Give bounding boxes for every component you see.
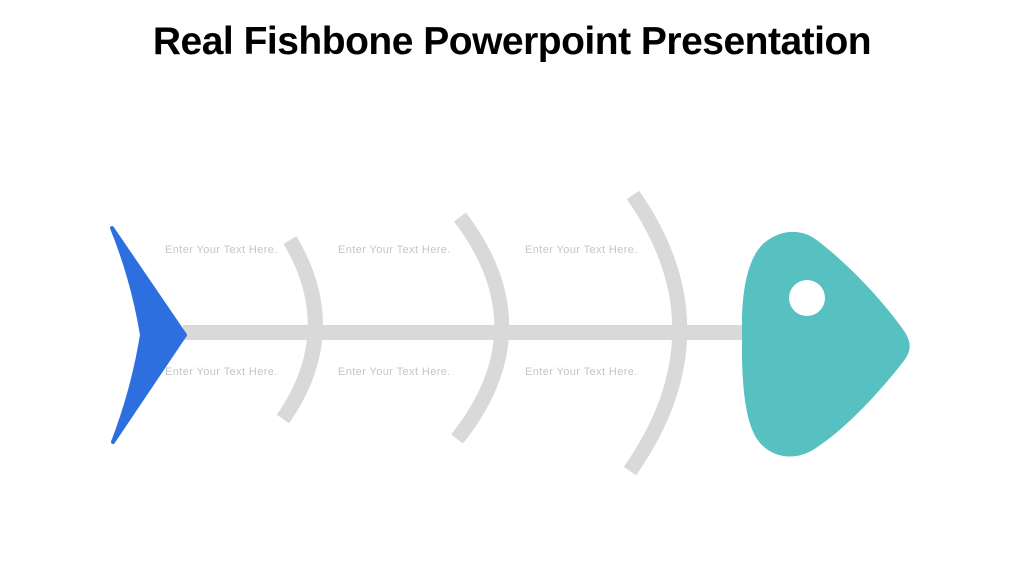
fish-rib-1 bbox=[276, 236, 323, 424]
fish-tail-shape bbox=[110, 226, 187, 444]
fish-eye bbox=[789, 280, 825, 316]
placeholder-bottom-2[interactable]: Enter Your Text Here. bbox=[338, 366, 451, 378]
placeholder-top-1[interactable]: Enter Your Text Here. bbox=[165, 244, 278, 256]
fish-head-shape bbox=[741, 231, 910, 457]
fish-spine bbox=[183, 325, 760, 340]
fish-rib-3 bbox=[623, 190, 688, 476]
placeholder-top-3[interactable]: Enter Your Text Here. bbox=[525, 244, 638, 256]
placeholder-bottom-3[interactable]: Enter Your Text Here. bbox=[525, 366, 638, 378]
fish-rib-2 bbox=[451, 212, 510, 444]
slide-title: Real Fishbone Powerpoint Presentation bbox=[152, 20, 872, 63]
placeholder-top-2[interactable]: Enter Your Text Here. bbox=[338, 244, 451, 256]
placeholder-bottom-1[interactable]: Enter Your Text Here. bbox=[165, 366, 278, 378]
